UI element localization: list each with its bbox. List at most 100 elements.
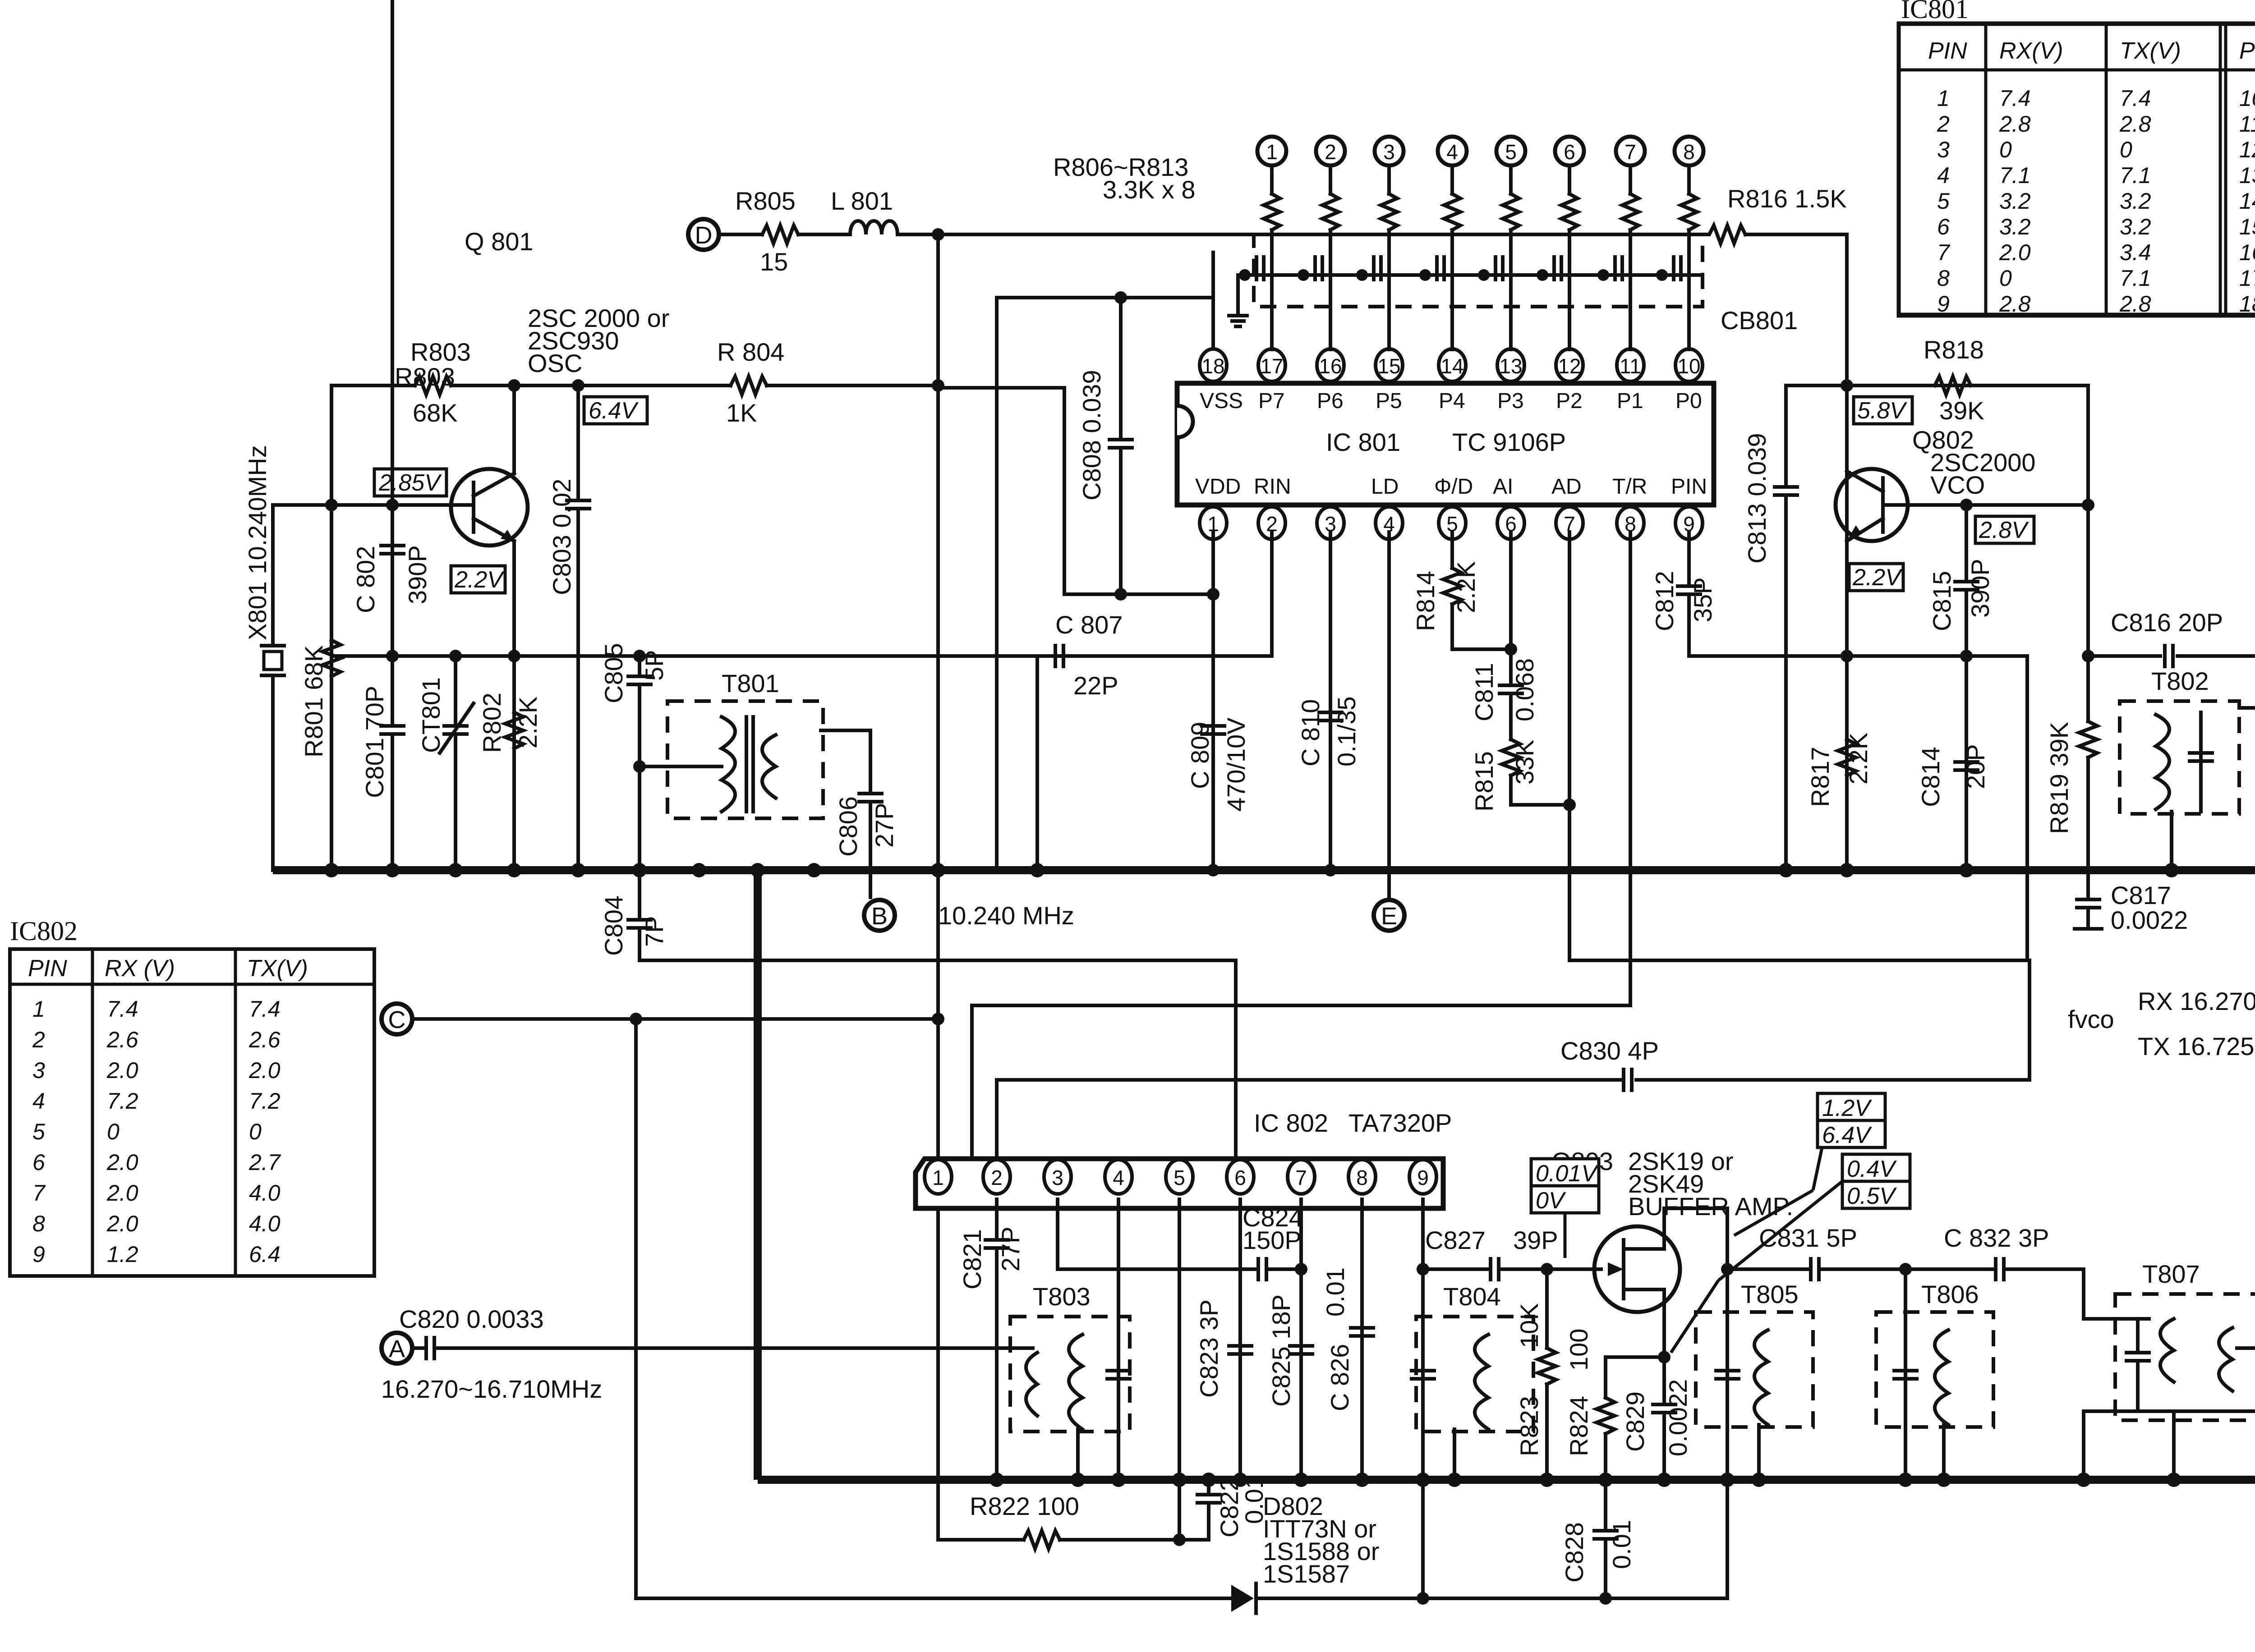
pullup-resistor (1259, 191, 1285, 233)
c826-label: C 826 (1325, 1344, 1354, 1411)
ic801-row-rx: 7.4 (1999, 86, 2031, 111)
ic802-row-rx: 2.0 (106, 1150, 138, 1175)
ic802-row-pin: 9 (32, 1242, 45, 1267)
ic801-pin-name: PIN (1671, 475, 1707, 499)
c815-value: 390P (1966, 559, 1994, 618)
c811-value: 0.068 (1510, 658, 1539, 721)
channel-input-7[interactable]: 7 (1597, 134, 1647, 351)
ic801-pin-name: P2 (1556, 389, 1583, 413)
channel-input-5[interactable]: 5 (1478, 134, 1528, 351)
ic802-row-rx: 2.0 (106, 1058, 138, 1083)
ic802-row-pin: 2 (32, 1027, 45, 1052)
ic801-pin-name: P7 (1258, 389, 1285, 413)
ic801-row-pin: 7 (1937, 240, 1951, 265)
junction-dot (2076, 1473, 2091, 1487)
transformer-t805 (1694, 1310, 1815, 1429)
ic801-pin-6: 6AI (1493, 475, 1526, 541)
channel-input-1[interactable]: 1 (1239, 134, 1289, 351)
ic801-pin-name: RIN (1254, 475, 1291, 499)
t807-label: T807 (2142, 1260, 2200, 1288)
ic801-row-tx: 7.1 (2120, 266, 2151, 291)
t801-label: T801 (722, 669, 779, 698)
channel-input-8[interactable]: 8 (1656, 134, 1706, 351)
transformer-t802 (2118, 699, 2241, 816)
resistor-r805 (759, 220, 801, 249)
ic802-row-rx: 0 (107, 1119, 120, 1144)
ic802-row-tx: 4.0 (249, 1211, 281, 1236)
r822-label: R822 100 (970, 1492, 1079, 1520)
pullup-resistor (1498, 191, 1524, 233)
ic801-pin-name: P1 (1617, 389, 1643, 413)
ic802-row-pin: 6 (32, 1150, 45, 1175)
connector-E[interactable]: E (1371, 898, 1407, 933)
ic801-pin-number: 10 (1677, 354, 1700, 378)
junction-dot (1598, 1473, 1613, 1487)
ic801-pin-number: 16 (1319, 354, 1342, 378)
junction-dot (1030, 863, 1045, 877)
ic801-row-tx: 7.4 (2120, 86, 2151, 111)
ic802-row-tx: 2.6 (249, 1027, 281, 1052)
reference-frequency: 10.240 MHz (938, 901, 1074, 930)
ic802-row-tx: 0 (249, 1119, 262, 1144)
channel-input-2[interactable]: 2 (1298, 134, 1347, 351)
q803-gate-tx: 0V (1536, 1188, 1566, 1214)
ic801-pin-name: P0 (1675, 389, 1702, 413)
ic802-row-pin: 1 (32, 996, 45, 1022)
resistor-r824 (1591, 1395, 1620, 1436)
c807-label: C 807 (1055, 610, 1123, 639)
r817-value: 2.2K (1844, 733, 1873, 785)
input-frequency: 16.270~16.710MHz (381, 1375, 602, 1403)
ct801-label: CT801 (417, 677, 445, 753)
junction-dot (1294, 1473, 1308, 1487)
connector-B[interactable]: B (862, 898, 897, 933)
resistor-r804 (728, 371, 769, 400)
c828-label: C828 (1560, 1522, 1588, 1583)
ic802-pin-8: 8 (1347, 1158, 1377, 1196)
c815-label: C815 (1928, 571, 1956, 631)
c816-label: C816 20P (2111, 608, 2223, 637)
c820-label: C820 0.0033 (399, 1305, 544, 1333)
junction-dot (1840, 863, 1854, 877)
channel-input-6[interactable]: 6 (1537, 134, 1586, 351)
c806-value: 27P (870, 803, 898, 848)
connector-C[interactable]: C (379, 1001, 414, 1037)
ic801-part: TC 9106P (1452, 428, 1566, 456)
ic802-pin-2: 2 (981, 1158, 1012, 1196)
channel-input-4[interactable]: 4 (1419, 134, 1469, 351)
connector-D[interactable]: D (686, 217, 721, 252)
ic802-row-rx: 1.2 (107, 1242, 138, 1267)
ic802-row-rx: 7.2 (107, 1088, 138, 1114)
ic801-row-rx: 0 (1999, 266, 2012, 291)
c830-label: C830 4P (1560, 1037, 1659, 1065)
ic802-pin-4: 4 (1103, 1158, 1134, 1196)
ic801-row-pin: 18 (2239, 291, 2255, 317)
ic801-pin-name: LD (1371, 475, 1399, 499)
junction-dot (750, 863, 765, 877)
q801-collector-voltage: 6.4V (589, 398, 639, 424)
ic801-row-pin: 8 (1937, 266, 1950, 291)
c814-value: 20P (1961, 744, 1990, 789)
r814-label: R814 (1411, 571, 1440, 631)
channel-input-3[interactable]: 3 (1356, 134, 1406, 351)
ic801-pin-name: P6 (1317, 389, 1344, 413)
q802-function: VCO (1930, 471, 1985, 499)
t805-label: T805 (1741, 1280, 1799, 1308)
ic801-pin-8: 8T/R (1612, 475, 1647, 541)
connector-A[interactable]: A (379, 1331, 414, 1366)
junction-dot (1447, 1473, 1462, 1487)
ic801-row-rx: 2.8 (1999, 291, 2031, 317)
r804-value: 1K (726, 399, 757, 427)
pullup-resistor (1376, 191, 1402, 233)
ic801-pin-3: 3 (1315, 505, 1346, 541)
ic801-pin-name: AD (1551, 475, 1582, 499)
q803-source-tx: 0.5V (1847, 1183, 1897, 1209)
col-tx: TX(V) (247, 955, 308, 982)
r806-r813-label: R806~R813 (1053, 153, 1188, 181)
ic801-row-pin: 16 (2239, 240, 2255, 265)
q803-source-voltage-box: 0.4V 0.5V (1670, 1152, 1912, 1354)
q801-emitter-voltage: 2.2V (454, 567, 505, 593)
r802-label: R802 (478, 693, 506, 753)
resistor-r816 (1698, 220, 1748, 249)
